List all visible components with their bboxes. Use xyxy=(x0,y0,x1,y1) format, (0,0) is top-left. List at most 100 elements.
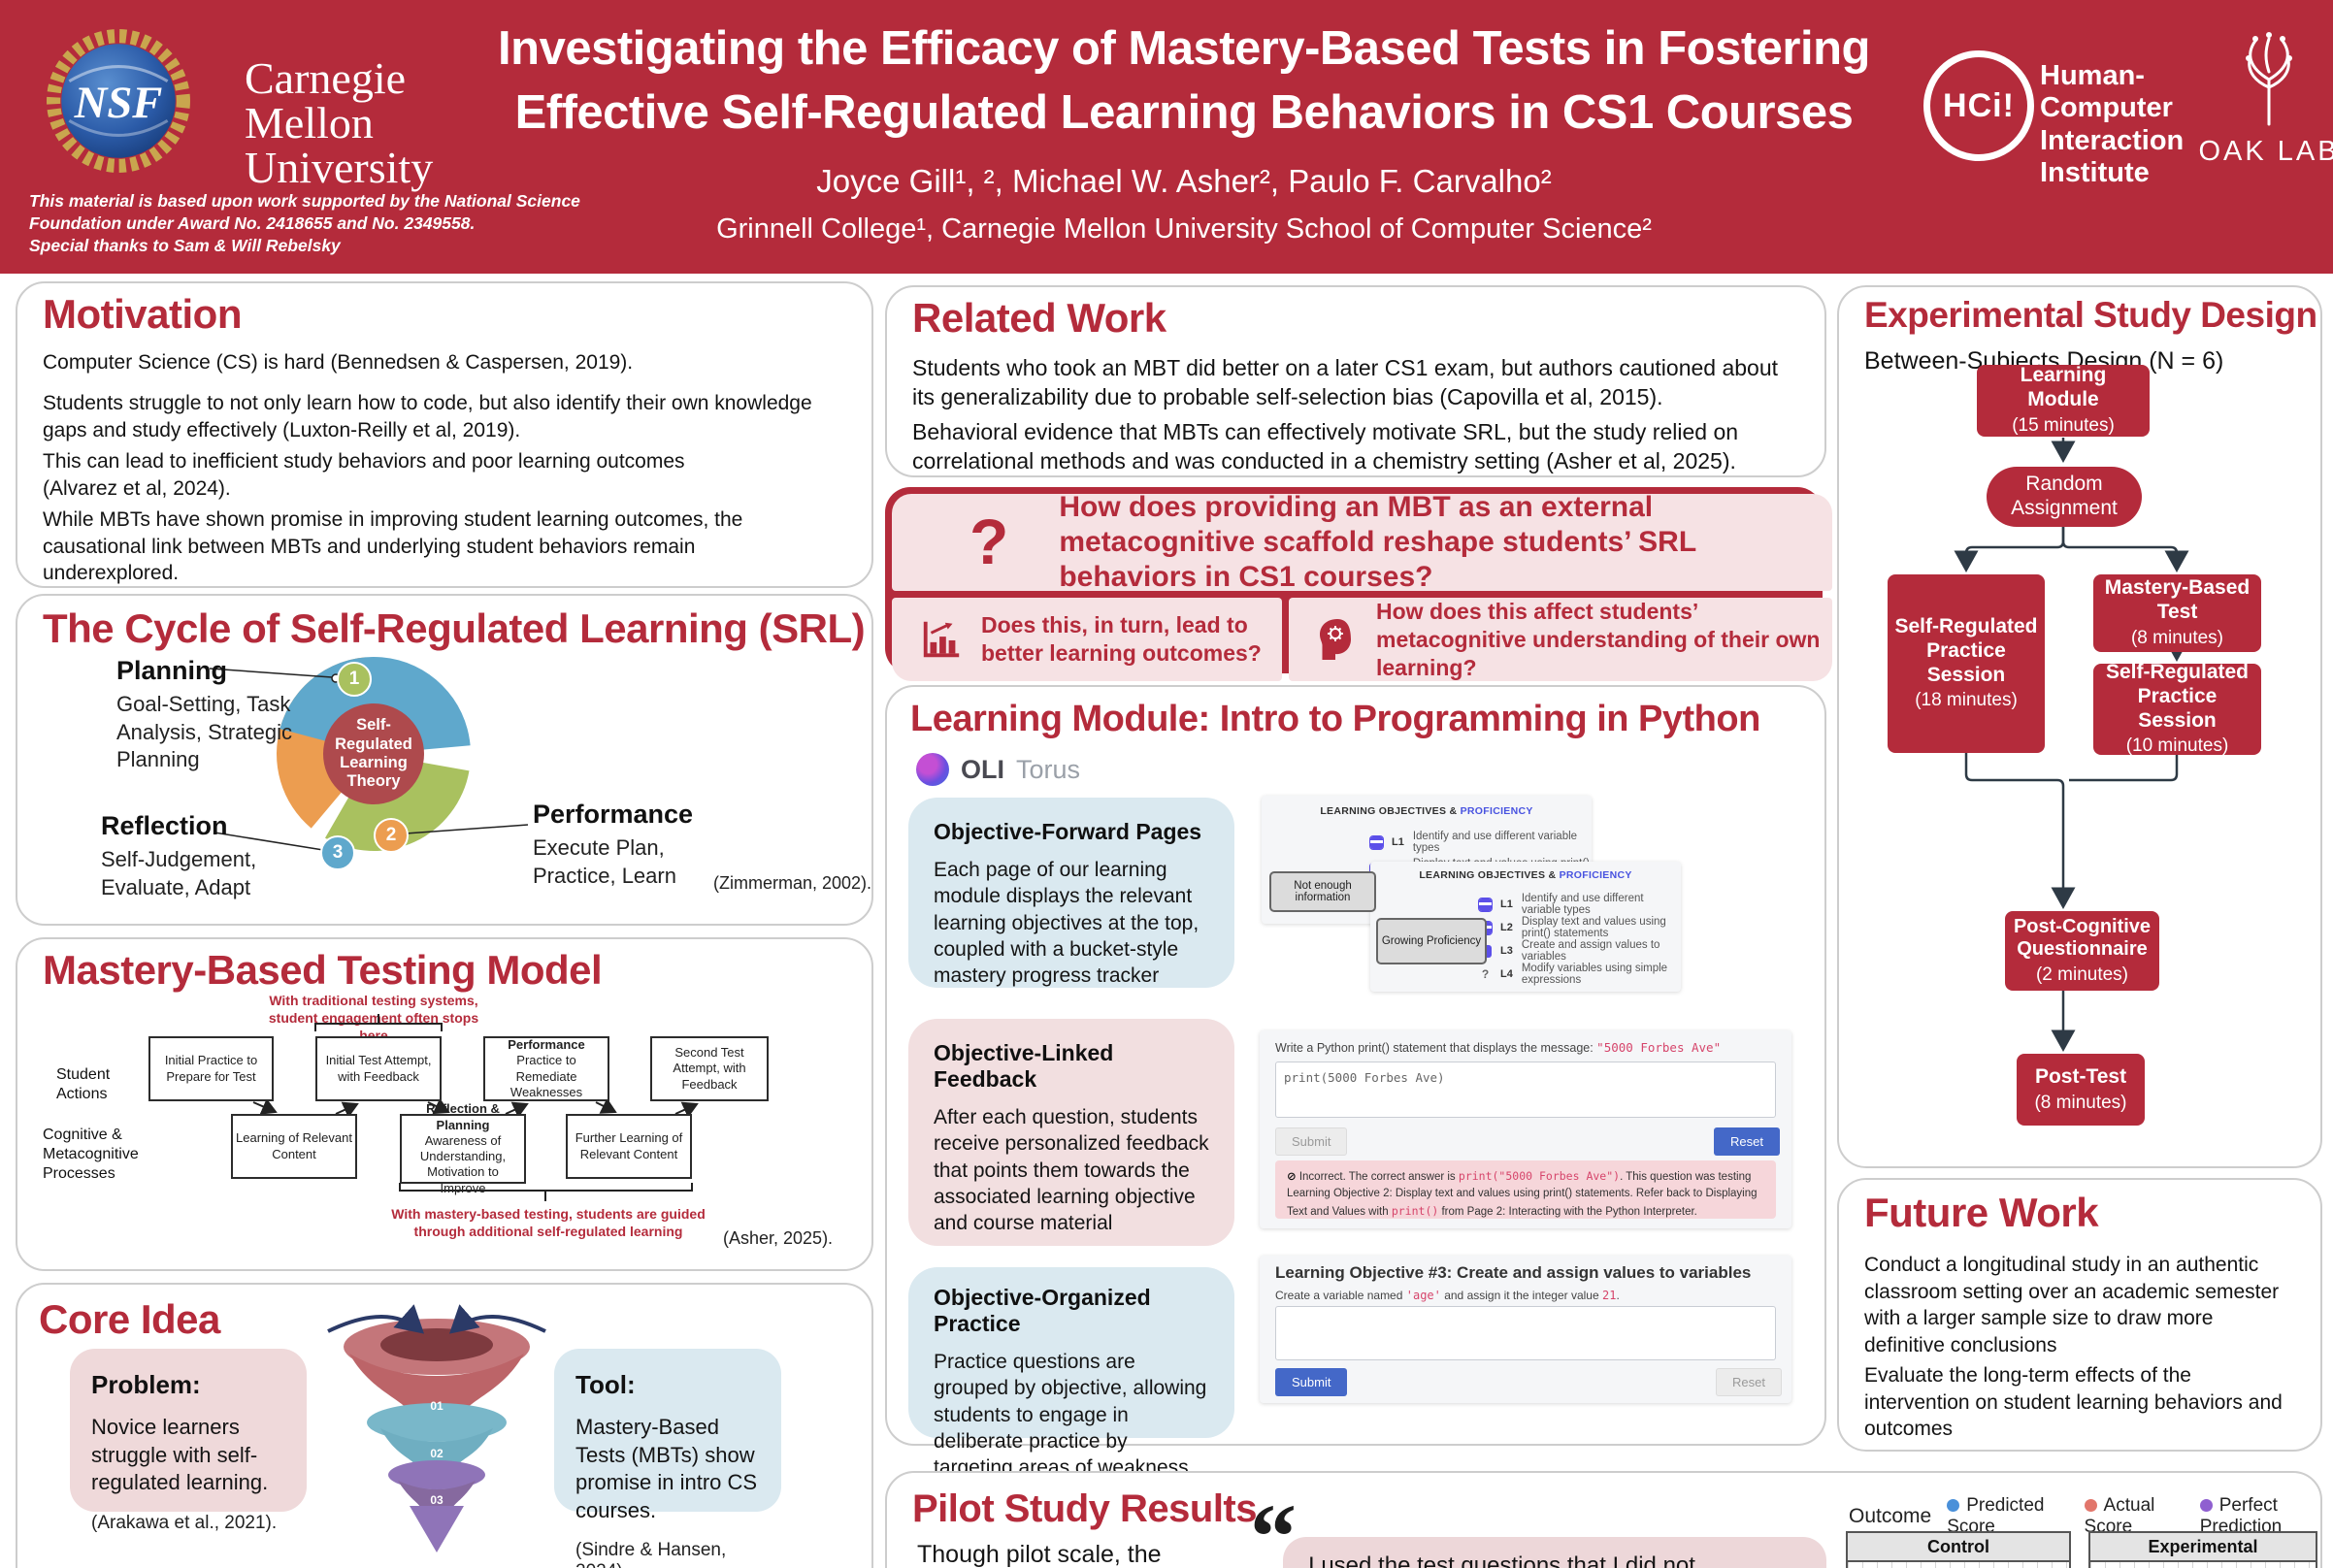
reset-button[interactable]: Reset xyxy=(1716,1368,1782,1396)
feature-card-objective-forward: Objective-Forward Pages Each page of our… xyxy=(908,798,1234,988)
pilot-intro-text: Though pilot scale, the experimental gro… xyxy=(917,1541,1162,1568)
funnel-diagram: 01 02 03 xyxy=(327,1304,546,1552)
svg-text:NSF: NSF xyxy=(74,78,163,128)
motivation-p3: This can lead to inefficient study behav… xyxy=(43,450,685,500)
tracker-row-l1: L1 Identify and use different variable t… xyxy=(1478,893,1681,916)
tracker-row-l3: L3 Create and assign values to variables xyxy=(1479,939,1681,963)
mastery-row2-label: Cognitive & Metacognitive Processes xyxy=(43,1127,139,1182)
mastery-box-initial-practice: Initial Practice to Prepare for Test xyxy=(148,1036,274,1101)
flow-node-post-test: Post-Test (8 minutes) xyxy=(2017,1054,2145,1126)
tracker-row-l4: ? L4 Modify variables using simple expre… xyxy=(1479,963,1681,986)
mastery-note-bottom: With mastery-based testing, students are… xyxy=(391,1206,706,1240)
oli-torus-logo: OLI Torus xyxy=(916,753,1080,786)
oli-label: OLI xyxy=(961,754,1004,784)
tool-citation: (Sindre & Hansen, 2024). xyxy=(575,1540,727,1568)
main-question-cell: ? How does providing an MBT as an extern… xyxy=(892,491,1832,593)
related-work-title: Related Work xyxy=(912,295,1166,341)
problem-text: Novice learners struggle with self-regul… xyxy=(91,1415,269,1495)
submit-button[interactable]: Submit xyxy=(1275,1368,1348,1396)
submit-button[interactable]: Submit xyxy=(1275,1127,1348,1156)
legend-label: Outcome xyxy=(1849,1505,1932,1527)
srl-performance-sub: Execute Plan, Practice, Learn xyxy=(533,835,676,888)
svg-text:02: 02 xyxy=(430,1447,444,1460)
objective-heading: Learning Objective #3: Create and assign… xyxy=(1275,1263,1752,1282)
srl-performance-label: Performance xyxy=(533,800,694,829)
tool-box: Tool: Mastery-Based Tests (MBTs) show pr… xyxy=(554,1349,781,1568)
motivation-p4: While MBTs have shown promise in improvi… xyxy=(43,508,743,585)
feature-card-objective-feedback: Objective-Linked Feedback After each que… xyxy=(908,1019,1234,1246)
answer-textarea[interactable] xyxy=(1275,1306,1776,1360)
srl-badge-2: 2 xyxy=(374,818,409,853)
flow-node-mastery-test: Mastery-Based Test (8 minutes) xyxy=(2093,574,2261,652)
srl-card xyxy=(16,594,873,926)
control-chart-area xyxy=(1846,1562,2071,1568)
header-banner: NSF Carnegie Mellon University This mate… xyxy=(0,0,2333,274)
srl-badge-3: 3 xyxy=(320,835,355,870)
student-quote-bubble: I used the test questions that I did not xyxy=(1283,1537,1826,1568)
future-work-title: Future Work xyxy=(1864,1190,2099,1235)
mastery-box-initial-test: Initial Test Attempt, with Feedback xyxy=(315,1036,442,1101)
problem-citation: (Arakawa et al., 2021). xyxy=(91,1512,278,1533)
question-mark-icon: ? xyxy=(1481,967,1490,981)
tool-text: Mastery-Based Tests (MBTs) show promise … xyxy=(575,1415,758,1522)
hcii-logo-icon: HCi! xyxy=(1923,50,2034,161)
metacognition-head-icon xyxy=(1320,619,1351,661)
cmu-wordmark: Carnegie Mellon University xyxy=(245,53,434,192)
funding-note: This material is based upon work support… xyxy=(29,191,580,255)
poster-title-line2: Effective Self-Regulated Learning Behavi… xyxy=(514,86,1854,139)
question-prompt: Write a Python print() statement that di… xyxy=(1275,1040,1722,1055)
future-work-card xyxy=(1837,1178,2322,1452)
feedback-screenshot: Write a Python print() statement that di… xyxy=(1260,1030,1791,1228)
motivation-p1: Computer Science (CS) is hard (Bennedsen… xyxy=(43,351,634,374)
predicted-score-dot-icon xyxy=(1947,1499,1960,1512)
study-design-flow-lines xyxy=(1954,438,2189,1052)
feature-body: Each page of our learning module display… xyxy=(934,859,1199,988)
related-work-card xyxy=(885,285,1826,477)
tracker-row-l2: L2 Display text and values using print()… xyxy=(1478,916,1681,939)
mastery-box-learning-content: Learning of Relevant Content xyxy=(231,1114,357,1179)
sub-question-2-cell: How does this affect students’ metacogni… xyxy=(1289,598,1832,682)
research-question-box: ? How does providing an MBT as an extern… xyxy=(885,487,1832,682)
student-quote-text: I used the test questions that I did not xyxy=(1308,1552,1695,1568)
experimental-panel-header: Experimental xyxy=(2088,1531,2317,1562)
srl-planning-label: Planning xyxy=(116,656,227,685)
incorrect-feedback-box: ⊘ Incorrect. The correct answer is print… xyxy=(1275,1160,1776,1219)
mastery-row1-label: Student Actions xyxy=(56,1066,111,1102)
flow-node-random-assignment: Random Assignment xyxy=(1987,467,2142,527)
svg-text:03: 03 xyxy=(430,1493,444,1507)
answer-textarea[interactable]: print(5000 Forbes Ave) xyxy=(1275,1062,1776,1118)
srl-reflection-sub: Self-Judgement, Evaluate, Adapt xyxy=(101,847,257,899)
feature-card-objective-practice: Objective-Organized Practice Practice qu… xyxy=(908,1267,1234,1479)
motivation-p2: Students struggle to not only learn how … xyxy=(43,392,812,441)
learning-module-title: Learning Module: Intro to Programming in… xyxy=(910,699,1760,739)
related-work-p2: Behavioral evidence that MBTs can effect… xyxy=(912,419,1739,474)
tracker-row-l1: L1 Identify and use different variable t… xyxy=(1369,831,1592,854)
incorrect-icon: ⊘ xyxy=(1287,1169,1297,1183)
torus-label: Torus xyxy=(1016,754,1081,784)
oli-torus-icon xyxy=(916,753,949,786)
tooltip-not-enough-information: Not enough information xyxy=(1269,871,1376,912)
question-mark-icon: ? xyxy=(969,506,1009,578)
tool-heading: Tool: xyxy=(575,1370,636,1399)
feature-body: Practice questions are grouped by object… xyxy=(934,1351,1207,1480)
srl-badge-1: 1 xyxy=(337,662,372,697)
tracker-header: LEARNING OBJECTIVES & PROFICIENCY xyxy=(1320,805,1533,817)
nsf-logo-icon: NSF xyxy=(47,29,190,173)
oak-lab-name: OAK LAB xyxy=(2198,136,2333,167)
srl-planning-sub: Goal-Setting, Task Analysis, Strategic P… xyxy=(116,692,292,772)
study-design-title: Experimental Study Design xyxy=(1864,295,2317,335)
future-work-p2: Evaluate the long-term effects of the in… xyxy=(1864,1364,2283,1441)
control-panel-header: Control xyxy=(1846,1531,2071,1562)
related-work-p1: Students who took an MBT did better on a… xyxy=(912,355,1779,410)
problem-heading: Problem: xyxy=(91,1370,201,1399)
svg-text:01: 01 xyxy=(430,1399,444,1413)
hcii-mark: HCi! xyxy=(1943,86,2015,124)
reset-button[interactable]: Reset xyxy=(1714,1127,1780,1156)
tooltip-growing-proficiency: Growing Proficiency xyxy=(1376,918,1487,964)
feature-heading: Objective-Forward Pages xyxy=(934,819,1202,844)
mastery-citation: (Asher, 2025). xyxy=(723,1228,834,1248)
feature-heading: Objective-Organized Practice xyxy=(934,1285,1151,1336)
feature-body: After each question, students receive pe… xyxy=(934,1106,1209,1235)
perfect-prediction-dot-icon xyxy=(2199,1499,2213,1512)
